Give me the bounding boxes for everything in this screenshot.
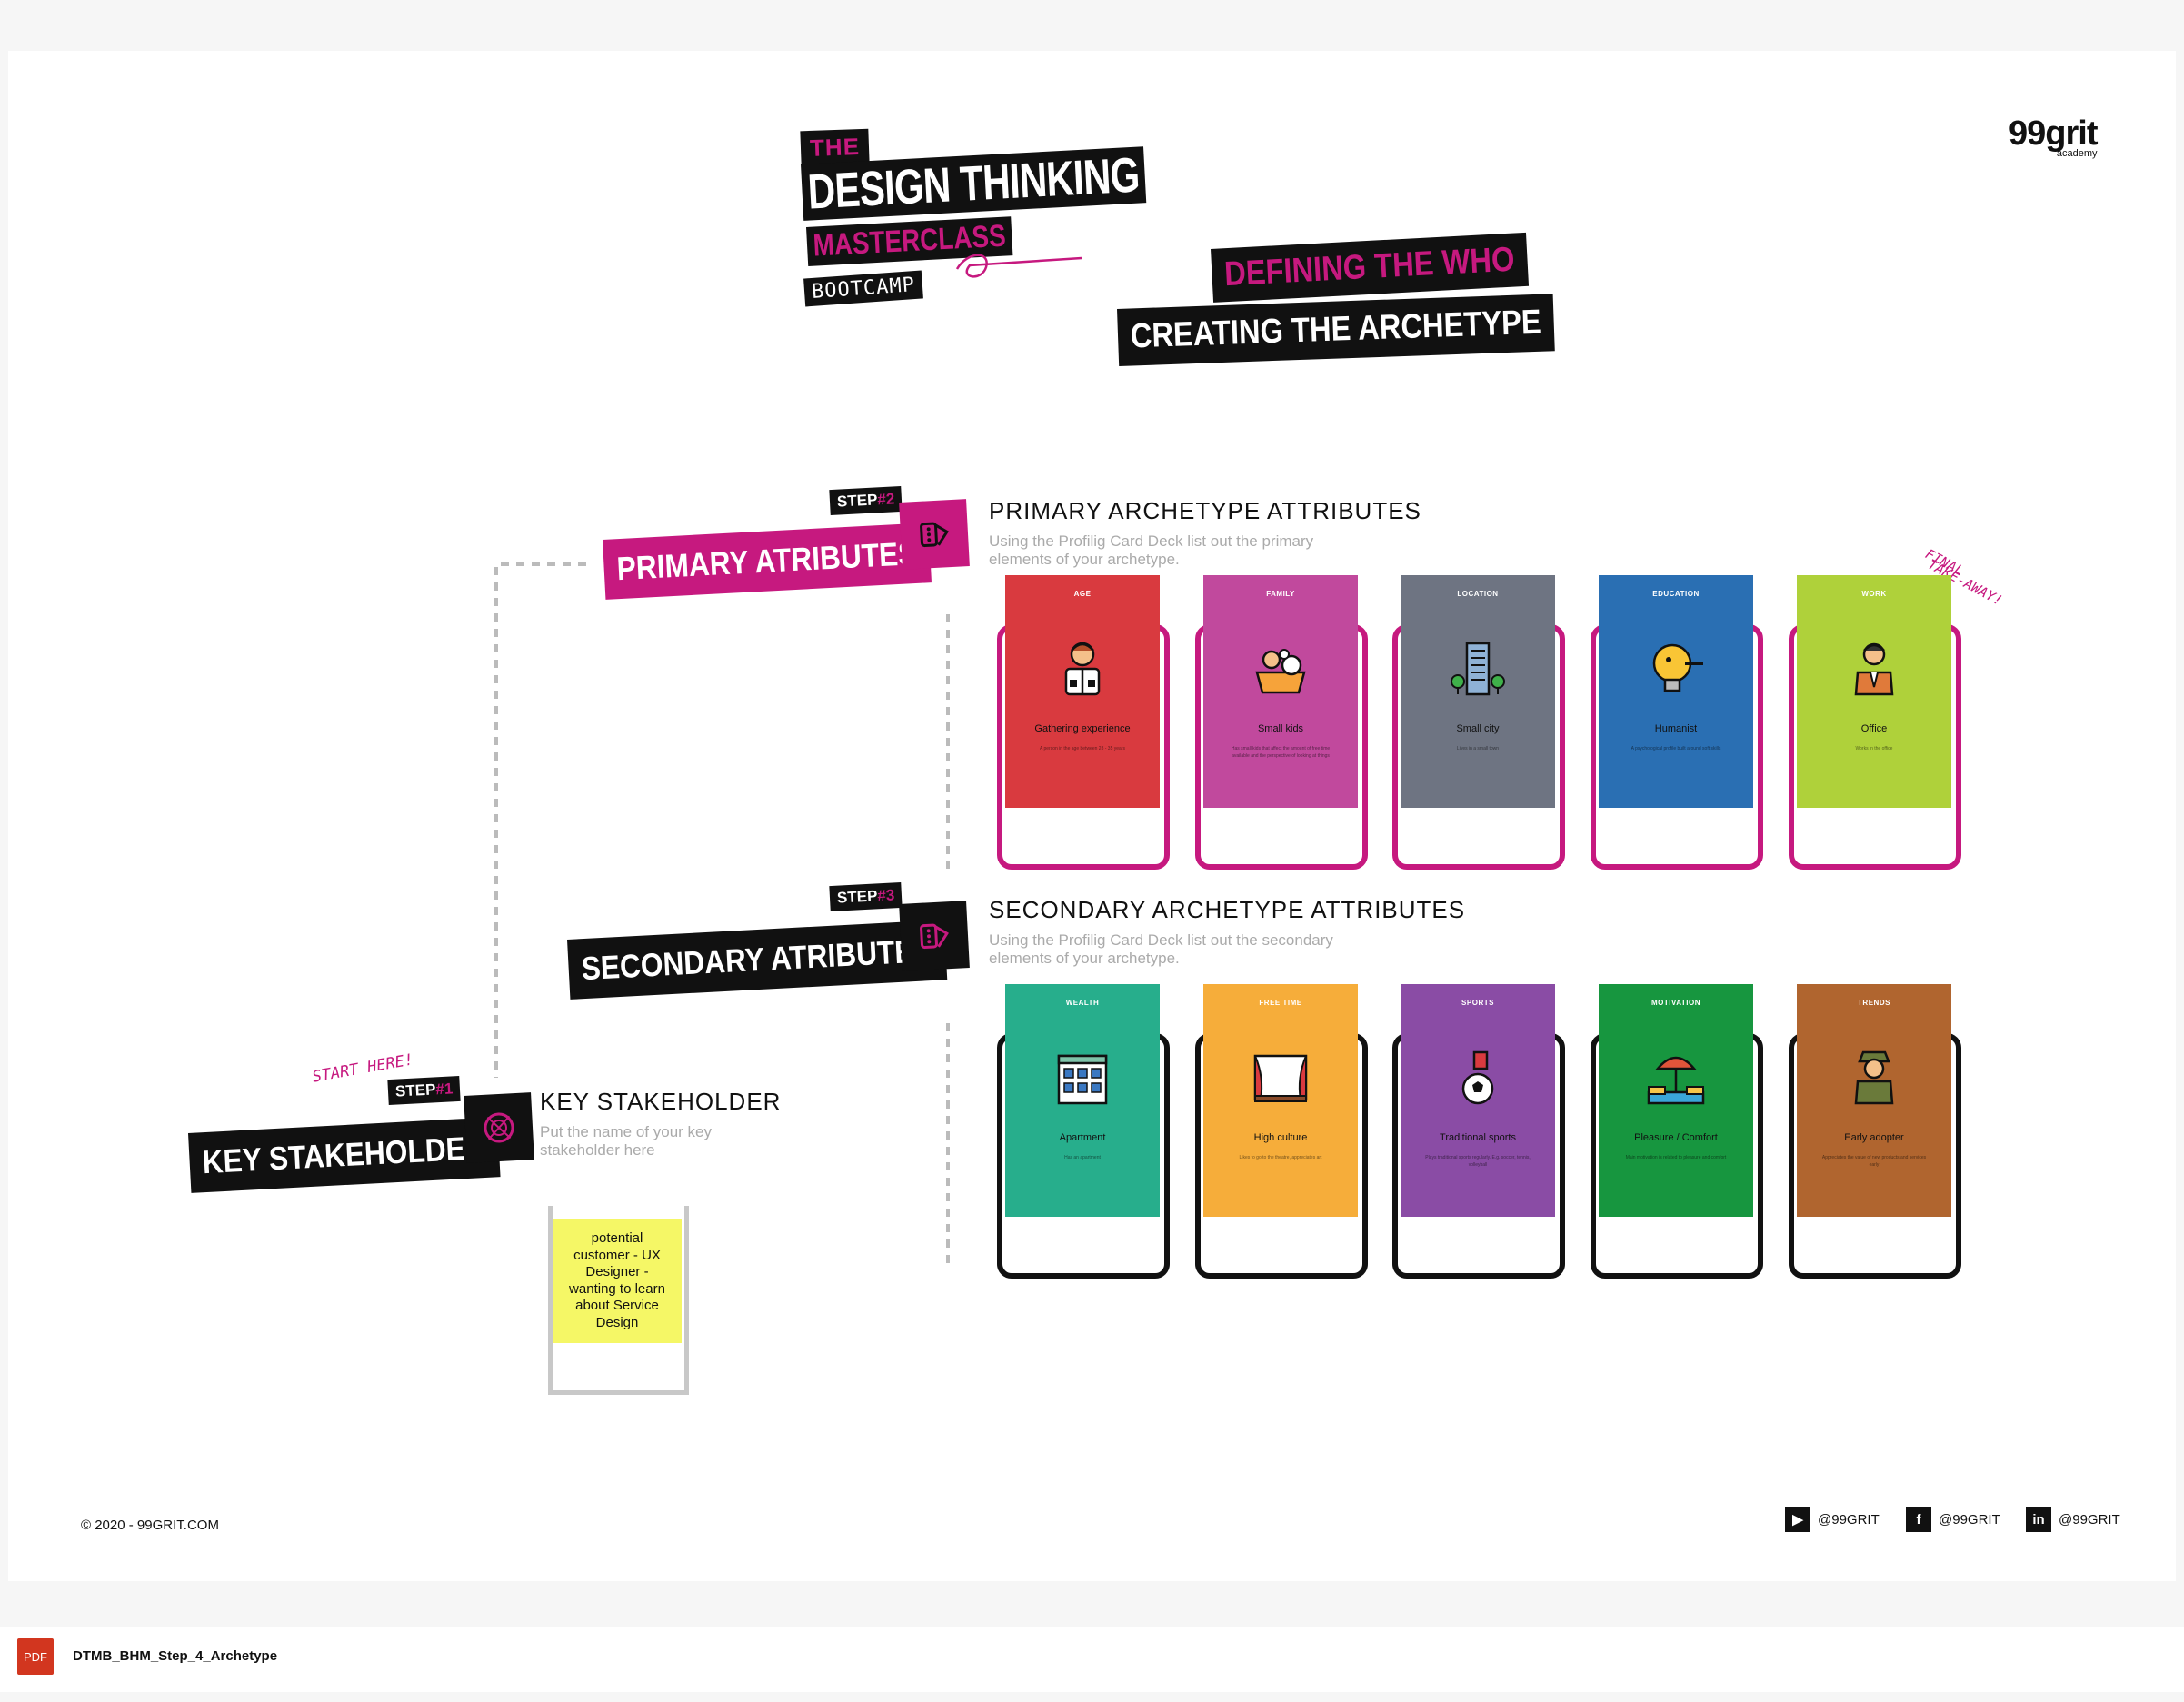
beach-icon <box>1640 1041 1712 1114</box>
card-description: Lives in a small town <box>1456 746 1500 751</box>
card-description: Has small kids that affect the amount of… <box>1231 746 1331 759</box>
office-worker-icon <box>1838 632 1910 705</box>
card-category: LOCATION <box>1457 590 1499 598</box>
file-name[interactable]: DTMB_BHM_Step_4_Archetype <box>73 1648 278 1664</box>
person-suit-icon <box>1046 632 1119 705</box>
primary-section-subtitle: Using the Profilig Card Deck list out th… <box>989 532 1314 568</box>
secondary-section-subtitle: Using the Profilig Card Deck list out th… <box>989 931 1333 967</box>
card-description: Has an apartment <box>1064 1155 1101 1160</box>
copyright: © 2020 - 99GRIT.COM <box>81 1518 219 1533</box>
social-linkedin[interactable]: in @99GRIT <box>2026 1507 2120 1532</box>
social-facebook[interactable]: f @99GRIT <box>1906 1507 2000 1532</box>
card-deck-icon <box>899 499 970 570</box>
linkedin-icon: in <box>2026 1507 2051 1532</box>
sticky-note-frame <box>548 1206 689 1395</box>
explorer-icon <box>1838 1041 1910 1114</box>
brand-swoosh-icon <box>955 254 1082 278</box>
card-name: Pleasure / Comfort <box>1634 1132 1718 1143</box>
step-2-tag: STEP#2 <box>829 485 903 516</box>
card-category: MOTIVATION <box>1650 999 1701 1007</box>
card-description: Works in the office <box>1855 746 1893 751</box>
card-category: FAMILY <box>1266 590 1295 598</box>
profile-card-age[interactable]: AGE Gathering experience A person in the a… <box>1005 575 1160 808</box>
key-section-title: KEY STAKEHOLDER <box>540 1088 782 1115</box>
primary-section-title: PRIMARY ARCHETYPE ATTRIBUTES <box>989 497 1421 524</box>
card-category: WORK <box>1861 590 1887 598</box>
social-handle: @99GRIT <box>2059 1511 2120 1528</box>
connector-lines <box>494 562 950 1264</box>
social-handle: @99GRIT <box>1939 1511 2000 1528</box>
card-name: High culture <box>1253 1132 1308 1143</box>
pdf-file-icon: PDF <box>17 1638 54 1675</box>
card-description: Likes to go to the theatre, appreciates … <box>1239 1155 1322 1160</box>
theatre-icon <box>1244 1041 1317 1114</box>
card-category: SPORTS <box>1461 999 1494 1007</box>
card-name: Small kids <box>1257 723 1304 734</box>
card-category: WEALTH <box>1065 999 1100 1007</box>
social-youtube[interactable]: ▶ @99GRIT <box>1785 1507 1880 1532</box>
card-description: Appreciates the value of new products an… <box>1821 1155 1927 1168</box>
key-section-subtitle: Put the name of your key stakeholder her… <box>540 1123 712 1159</box>
card-category: AGE <box>1073 590 1092 598</box>
card-category: EDUCATION <box>1652 590 1700 598</box>
file-bar: PDF DTMB_BHM_Step_4_Archetype <box>0 1627 2184 1692</box>
lightbulb-icon <box>1640 632 1712 705</box>
card-category: TRENDS <box>1858 999 1890 1007</box>
card-name: Gathering experience <box>1034 723 1131 734</box>
card-category: FREE TIME <box>1259 999 1302 1007</box>
card-deck-icon <box>899 901 970 971</box>
dartboard-icon <box>464 1092 534 1163</box>
secondary-section-title: SECONDARY ARCHETYPE ATTRIBUTES <box>989 896 1466 923</box>
social-handle: @99GRIT <box>1818 1511 1880 1528</box>
apartment-icon <box>1046 1041 1119 1114</box>
step-3-tag: STEP#3 <box>829 881 903 912</box>
logo-99grit: 99grit academy <box>2009 114 2098 159</box>
profile-card-education[interactable]: EDUCATION Humanist A psychological profile… <box>1599 575 1753 808</box>
card-description: A psychological profile built around sof… <box>1631 746 1721 751</box>
kids-bath-icon <box>1244 632 1317 705</box>
card-name: Traditional sports <box>1440 1132 1516 1143</box>
logo-sub: academy <box>2056 148 2098 159</box>
building-icon <box>1441 632 1514 705</box>
card-description: A person in the age between 28 - 35 year… <box>1040 746 1125 751</box>
youtube-icon: ▶ <box>1785 1507 1810 1532</box>
card-name: Early adopter <box>1844 1132 1904 1143</box>
card-description: Main motivation is related to pleasure a… <box>1625 1155 1727 1160</box>
board-canvas: THE DESIGN THINKING MASTERCLASS BOOTCAMP… <box>8 51 2176 1581</box>
logo-main: 99grit <box>2009 114 2098 153</box>
card-name: Small city <box>1456 723 1500 734</box>
card-name: Apartment <box>1059 1132 1106 1143</box>
soccer-icon <box>1441 1041 1514 1114</box>
step-1-tag: STEP#1 <box>387 1075 462 1106</box>
card-name: Humanist <box>1654 723 1698 734</box>
card-description: Plays traditional sports regularly. E.g.… <box>1425 1155 1531 1168</box>
sticky-note[interactable]: potential customer - UX Designer - wanti… <box>553 1219 682 1343</box>
card-name: Office <box>1860 723 1888 734</box>
facebook-icon: f <box>1906 1507 1931 1532</box>
